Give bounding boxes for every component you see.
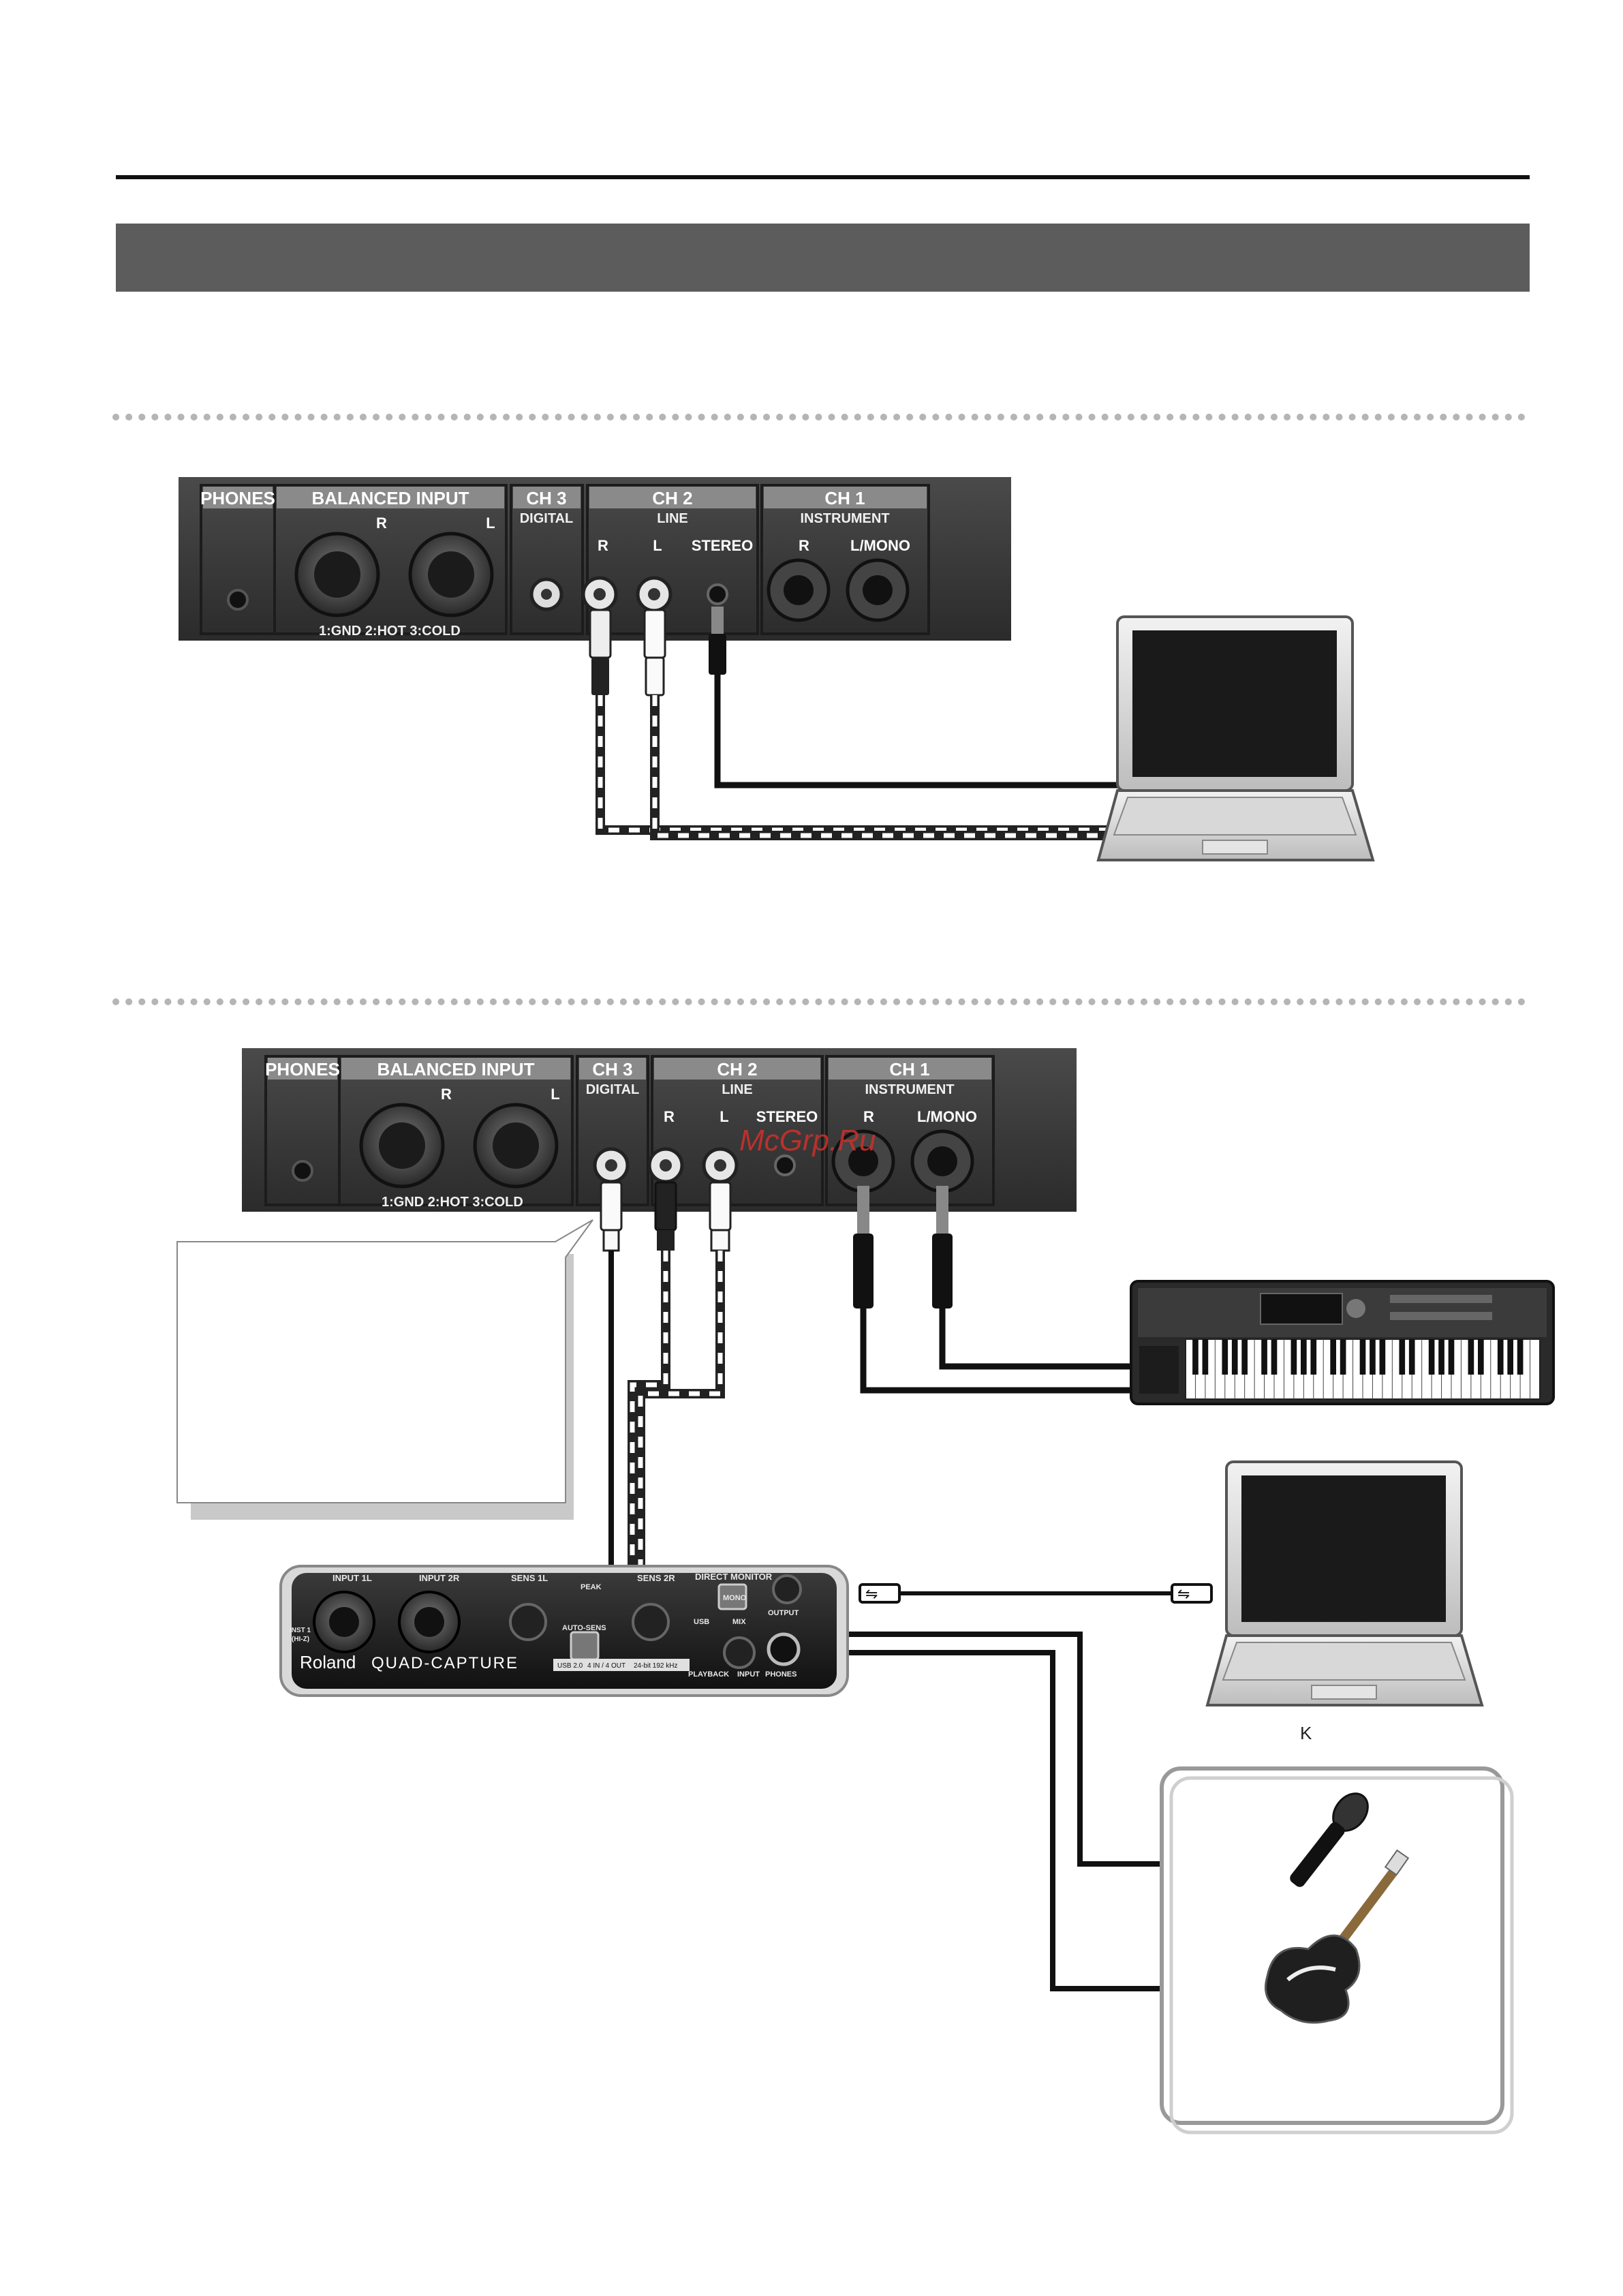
input2-label: INPUT 2R [419,1573,460,1583]
rca-cable-r [596,695,1117,835]
phones-label-2: PHONES [265,1059,340,1080]
ch2-sub-label-2: LINE [722,1082,753,1097]
ch1-r-label-2: R [863,1108,874,1125]
microphone-icon [1290,1792,1369,1887]
rca-plug-r-icon-2 [654,1181,677,1251]
mix-label: MIX [732,1618,746,1626]
phones-jack-icon-2 [292,1160,313,1182]
mono-button [717,1583,747,1610]
coax-plug-icon [600,1181,623,1252]
instrument-cable-r [860,1308,1131,1394]
balanced-r-label: R [376,515,387,532]
ch1-r-label: R [799,537,809,554]
spec-usb: USB 2.0 [557,1662,583,1670]
ch3-label-2: CH 3 [592,1059,632,1080]
peak-label: PEAK [581,1583,602,1591]
laptop-top-icon [1096,615,1375,861]
sens2-label: SENS 2R [637,1573,675,1583]
sens1-label: SENS 1L [511,1573,548,1583]
hiz-label: (HI-Z) [292,1636,309,1643]
stereo-mini-jack-icon [707,583,728,605]
rca-plug-r-icon [589,609,612,695]
ch2-l-label-2: L [720,1108,728,1125]
ch2-sub-label: LINE [657,511,688,526]
spec-rate: 24-bit 192 kHz [634,1662,677,1670]
sens1-knob-icon [509,1603,547,1641]
phones-label-iface: PHONES [765,1670,797,1679]
ch2-label-2: CH 2 [717,1059,757,1080]
stereo-mini-cable [714,675,1128,789]
phone-plug-l-icon [932,1186,953,1308]
ch2-r-label: R [598,537,608,554]
top-rule [116,175,1530,179]
sens2-knob-icon [632,1603,670,1641]
output-label: OUTPUT [768,1609,799,1617]
stereo-mini-jack-icon-2 [774,1154,796,1176]
inst-label: INST 1 [290,1627,311,1634]
brand-logo: Roland [300,1652,356,1672]
phone-plug-r-icon [853,1186,874,1308]
auto-sens-label: AUTO-SENS [562,1624,606,1632]
phones-output-jack-icon [767,1632,801,1666]
model-name: QUAD-CAPTURE [371,1654,519,1672]
ch3-sub-label: DIGITAL [520,511,574,526]
ch2-label: CH 2 [652,488,692,508]
ch1-sub-label-2: INSTRUMENT [865,1082,954,1097]
balanced-r-label-2: R [441,1086,452,1103]
rca-cable-l-2 [636,1251,725,1567]
ch1-label-2: CH 1 [889,1059,929,1080]
balanced-l-label: L [486,515,495,532]
usb-cable [859,1583,1213,1604]
ch2-stereo-label: STEREO [692,537,753,554]
input-label: INPUT [737,1670,760,1679]
rca-plug-l-icon [643,609,666,697]
laptop-bottom-icon [1205,1460,1484,1706]
pinout-label-2: 1:GND 2:HOT 3:COLD [382,1195,523,1210]
keyboard-synth-icon [1130,1280,1555,1405]
audio-interface: INPUT 1L INPUT 2R SENS 1L PEAK SENS 2R D… [279,1565,849,1697]
mini-plug-icon [709,607,726,675]
ch3-sub-label-2: DIGITAL [586,1082,640,1097]
direct-monitor-label: DIRECT MONITOR [695,1572,773,1582]
input1-label: INPUT 1L [333,1573,372,1583]
balanced-input-label-2: BALANCED INPUT [377,1059,534,1080]
phones-jack-icon [227,589,249,611]
ch1-label: CH 1 [824,488,865,508]
mono-label: MONO [723,1594,747,1602]
rca-plug-l-icon-2 [709,1181,732,1252]
ch2-r-label-2: R [664,1108,675,1125]
stray-char: K [1300,1723,1312,1743]
auto-sens-button [570,1631,600,1661]
ch2-stereo-label-2: STEREO [756,1108,818,1125]
balanced-input-label: BALANCED INPUT [311,488,469,508]
playback-label: PLAYBACK [688,1670,729,1679]
section-heading-bar [116,224,1530,292]
instrument-cable-l [939,1308,1131,1370]
mix-knob-icon [723,1636,756,1669]
callout-box [176,1219,593,1520]
ch1-sub-label: INSTRUMENT [800,511,889,526]
ch3-label: CH 3 [526,488,566,508]
usb-right-icon: ⇋ [1177,1586,1190,1603]
guitar-cable [841,1650,1264,1991]
ch2-l-label: L [653,537,662,554]
usb-label: USB [694,1618,709,1626]
usb-left-icon: ⇋ [865,1586,878,1603]
balanced-l-label-2: L [551,1086,559,1103]
watermark: McGrp.Ru [739,1124,876,1157]
output-knob-icon [772,1574,802,1604]
spec-io: 4 IN / 4 OUT [587,1662,625,1670]
guitar-icon [1265,1849,1410,2024]
pinout-label: 1:GND 2:HOT 3:COLD [319,624,461,639]
phones-label: PHONES [200,488,275,508]
ch1-lmono-label: L/MONO [850,537,910,554]
rca-cable-l [650,695,1117,840]
ch1-lmono-label-2: L/MONO [917,1108,977,1125]
